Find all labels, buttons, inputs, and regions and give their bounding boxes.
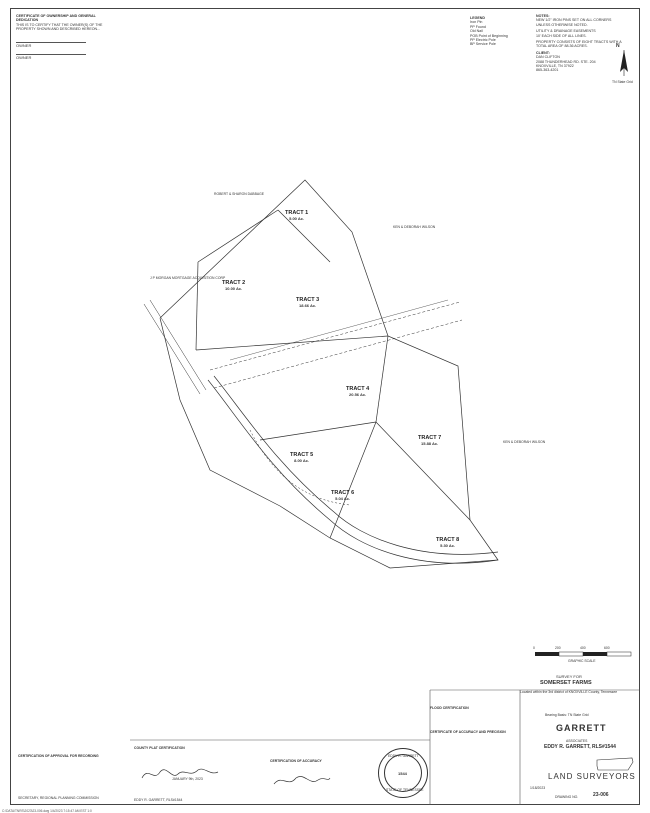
notes-line: NEW 1/2" IRON PINS SET ON ALL CORNERS — [536, 18, 612, 23]
drawing-number: 23-006 — [593, 792, 609, 798]
survey-for: SURVEY FOR — [556, 674, 582, 679]
north-text: TN State Grid — [612, 80, 633, 84]
legend-item: BP Service Pole — [470, 42, 496, 47]
legend-item: Iron Pin — [470, 20, 483, 25]
scale-tick: 200 — [555, 646, 561, 650]
notes-line: 2088 THUNDERHEAD RD. STE. 204 — [536, 59, 596, 64]
road-line — [249, 429, 351, 506]
approval-title: CERTIFICATION OF APPROVAL FOR RECORDING — [18, 754, 99, 758]
tennessee-map-icon — [596, 757, 634, 771]
notes-line: KNOXVILLE, TN 37922 — [536, 64, 574, 69]
bearing-basis: Bearing Basis: TN State Grid — [545, 713, 589, 717]
graphic-scale — [535, 651, 632, 657]
owner-signature-1: OWNER — [16, 42, 86, 48]
drawing-no-label: DRAWING NO. — [555, 795, 579, 799]
tract-line — [375, 421, 471, 521]
plat-sheet — [10, 8, 640, 805]
seal-number: 1544 — [398, 771, 407, 776]
drawing-date: 1/18/2023 — [530, 786, 546, 790]
file-path-footer: C:\DATA\TNRS\2023\23-006.dwg 1/4/2023 7:… — [2, 809, 92, 813]
project-location: Located within the 3rd district of KNOXV… — [520, 690, 618, 694]
legend: LEGEND Iron Pin PP Found Old Nail POB Po… — [470, 16, 520, 47]
notes-line: TOTAL AREA OF 88.36 ACRES. — [536, 44, 588, 49]
ownership-title: CERTIFICATE OF OWNERSHIP AND GENERAL DED… — [16, 14, 96, 23]
seal-inner-ring — [384, 754, 422, 792]
north-arrow-icon — [620, 50, 628, 76]
notes-line: 10' EACH SIDE OF ALL LINES. — [536, 33, 587, 38]
notes: NOTES: NEW 1/2" IRON PINS SET ON ALL COR… — [536, 14, 626, 73]
firm-sub: ASSOCIATES — [566, 739, 588, 743]
seal-top-text: EDDY R. GARRETT — [388, 754, 419, 758]
signature-2 — [273, 776, 331, 785]
legend-item: PP Electric Pole — [470, 38, 496, 43]
scale-tick: 400 — [580, 646, 586, 650]
tract-line — [259, 421, 377, 441]
county-cert-date: JANUARY 9th, 2023 — [172, 777, 203, 781]
ownership-body: THIS IS TO CERTIFY THAT THE OWNER(S) OF … — [16, 22, 103, 32]
boundary-line — [159, 179, 499, 569]
project-name: SOMERSET FARMS — [540, 680, 592, 686]
scale-label: GRAPHIC SCALE — [568, 659, 596, 663]
notes-line: CLIENT: — [536, 50, 550, 55]
notes-line: DAN CLIFTON — [536, 55, 560, 60]
easement-line — [229, 299, 449, 361]
road-line — [143, 303, 201, 395]
accuracy-precision-title: CERTIFICATE OF ACCURACY AND PRECISION — [430, 730, 506, 734]
road-line — [149, 299, 207, 391]
tract-line — [277, 209, 331, 263]
surveyor-seal: EDDY R. GARRETT 1544 STATE OF TENNESSEE — [378, 748, 428, 798]
north-label: N — [616, 43, 620, 49]
owner-signature-2: OWNER — [16, 54, 86, 60]
scale-tick: 600 — [604, 646, 610, 650]
notes-line: 865-363-4201 — [536, 68, 559, 73]
tract-line — [197, 209, 279, 263]
adjoiner-label: ROBERT & SHARON DABBAGE — [214, 192, 264, 196]
adjoiner-label: J P MORGAN MORTGAGE ACQUISITION CORP — [150, 276, 226, 280]
easement-line — [213, 319, 463, 389]
tract-line — [329, 421, 377, 539]
adjoiner-label: KEN & DEBORAH WILSON — [393, 225, 436, 229]
legend-item: Old Nail — [470, 29, 483, 34]
firm-surveyor: EDDY R. GARRETT, RLS#1544 — [544, 744, 616, 750]
legend-item: POB Point of Beginning — [470, 33, 508, 38]
seal-bottom-text: STATE OF TENNESSEE — [386, 788, 424, 792]
accuracy-title: CERTIFICATION OF ACCURACY — [270, 759, 322, 763]
north-arrow — [614, 48, 634, 78]
firm-name: GARRETT — [556, 723, 607, 733]
flood-cert-title: FLOOD CERTIFICATION — [430, 706, 469, 710]
county-cert-title: COUNTY PLAT CERTIFICATION — [134, 746, 185, 750]
ownership-certificate: CERTIFICATE OF OWNERSHIP AND GENERAL DED… — [16, 14, 116, 32]
road-line — [213, 375, 499, 555]
easement-line — [209, 301, 461, 371]
legend-item: PP Found — [470, 24, 486, 29]
signature-1 — [141, 768, 219, 779]
notes-title: NOTES: — [536, 14, 550, 18]
notes-line: PROPERTY CONSISTS OF EIGHT TRACTS WITH A — [536, 40, 622, 45]
firm-tag: LAND SURVEYORS — [548, 772, 636, 781]
surveyor-signature-label: EDDY R. GARRETT, RLS#1544 — [134, 798, 183, 802]
tract-line — [195, 261, 199, 351]
scale-tick: 0 — [533, 646, 535, 650]
notes-line: UTILITY & DRAINAGE EASEMENTS — [536, 29, 596, 34]
adjoiner-label: KEN & DEBORAH WILSON — [503, 440, 546, 444]
secretary-label: SECRETARY, REGIONAL PLANNING COMMISSION — [18, 796, 99, 800]
notes-line: UNLESS OTHERWISE NOTED. — [536, 22, 588, 27]
legend-title: LEGEND — [470, 16, 485, 20]
tract-line — [375, 335, 389, 423]
road-line — [207, 379, 499, 564]
